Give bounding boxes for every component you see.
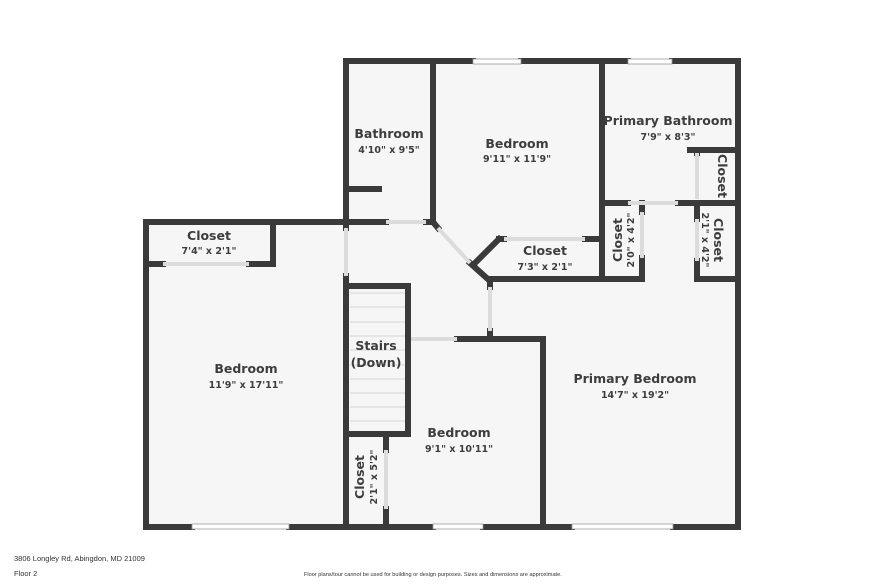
svg-text:9'11" x 11'9": 9'11" x 11'9" — [483, 154, 551, 165]
windows — [191, 58, 674, 530]
svg-text:Closet: Closet — [523, 243, 567, 258]
svg-text:Stairs: Stairs — [355, 338, 396, 353]
svg-text:2'0" x 4'2": 2'0" x 4'2" — [626, 213, 637, 268]
svg-text:Bedroom: Bedroom — [214, 361, 277, 376]
property-address: 3806 Longley Rd, Abingdon, MD 21009 — [14, 554, 145, 563]
svg-text:Bathroom: Bathroom — [354, 126, 423, 141]
room-closet-2-1x5-2: Closet 2'1" x 5'2" — [352, 450, 380, 505]
room-closet-primary-bath: Closet — [715, 154, 730, 198]
svg-text:Primary Bedroom: Primary Bedroom — [573, 371, 696, 386]
vertical-room-labels: Closet Closet 2'0" x 4'2" Closet 2'1" x … — [352, 154, 730, 504]
room-stairs: Stairs (Down) — [351, 338, 402, 370]
room-closet-2-1x4-2: Closet 2'1" x 4'2" — [699, 213, 726, 268]
svg-text:7'9" x 8'3": 7'9" x 8'3" — [641, 132, 696, 143]
room-bathroom: Bathroom 4'10" x 9'5" — [354, 126, 423, 156]
room-labels: Bathroom 4'10" x 9'5" Bedroom 9'11" x 11… — [182, 113, 733, 455]
svg-text:14'7" x 19'2": 14'7" x 19'2" — [601, 390, 669, 401]
room-bedroom-center: Bedroom 9'1" x 10'11" — [425, 425, 493, 455]
svg-text:7'3" x 2'1": 7'3" x 2'1" — [518, 262, 573, 273]
svg-text:2'1" x 5'2": 2'1" x 5'2" — [369, 450, 380, 505]
svg-text:Primary Bathroom: Primary Bathroom — [604, 113, 733, 128]
stair-treads — [350, 292, 405, 422]
svg-text:Closet: Closet — [715, 154, 730, 198]
room-bedroom-left: Bedroom 11'9" x 17'11" — [209, 361, 284, 391]
svg-text:4'10" x 9'5": 4'10" x 9'5" — [358, 145, 420, 156]
room-closet-2-0x4-2: Closet 2'0" x 4'2" — [610, 213, 637, 268]
svg-text:(Down): (Down) — [351, 355, 402, 370]
svg-text:9'1" x 10'11": 9'1" x 10'11" — [425, 444, 493, 455]
room-primary-bedroom: Primary Bedroom 14'7" x 19'2" — [573, 371, 696, 401]
walls — [143, 58, 741, 530]
svg-text:Closet: Closet — [187, 228, 231, 243]
svg-text:2'1" x 4'2": 2'1" x 4'2" — [699, 213, 710, 268]
floor-fill — [146, 61, 738, 527]
floor-label: Floor 2 — [14, 569, 38, 578]
svg-text:Bedroom: Bedroom — [485, 136, 548, 151]
svg-text:Closet: Closet — [711, 218, 726, 262]
room-closet-center: Closet 7'3" x 2'1" — [518, 243, 573, 273]
disclaimer-text: Floor plans/tour cannot be used for buil… — [304, 572, 562, 578]
svg-text:Closet: Closet — [610, 218, 625, 262]
svg-text:11'9" x 17'11": 11'9" x 17'11" — [209, 380, 284, 391]
svg-text:Closet: Closet — [352, 455, 367, 499]
svg-text:7'4" x 2'1": 7'4" x 2'1" — [182, 246, 237, 257]
room-bedroom-top: Bedroom 9'11" x 11'9" — [483, 136, 551, 165]
door-openings — [163, 153, 699, 509]
room-closet-left: Closet 7'4" x 2'1" — [182, 228, 237, 257]
room-primary-bathroom: Primary Bathroom 7'9" x 8'3" — [604, 113, 733, 143]
svg-text:Bedroom: Bedroom — [427, 425, 490, 440]
